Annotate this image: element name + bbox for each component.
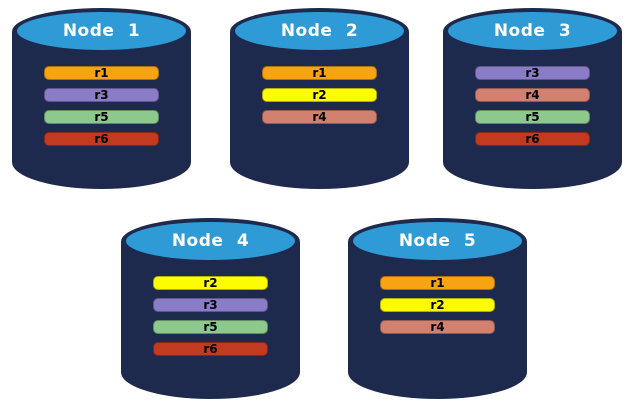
replica-bar: r1 (44, 66, 159, 80)
cylinder-top: Node 3 (443, 8, 622, 55)
replica-bar: r3 (153, 298, 268, 312)
replica-bar: r3 (475, 66, 590, 80)
cylinder-top: Node 2 (230, 8, 409, 55)
node-title: Node 3 (448, 12, 617, 50)
node-cylinder-5: Node 5 r1 r2 r4 (348, 218, 527, 399)
cylinder-top: Node 1 (12, 8, 191, 55)
replica-list: r1 r3 r5 r6 (12, 66, 191, 146)
replica-bar: r2 (262, 88, 377, 102)
replica-list: r2 r3 r5 r6 (121, 276, 300, 356)
node-cylinder-4: Node 4 r2 r3 r5 r6 (121, 218, 300, 399)
replica-bar: r1 (262, 66, 377, 80)
node-title: Node 1 (17, 12, 186, 50)
cylinder-top: Node 5 (348, 218, 527, 265)
replica-list: r3 r4 r5 r6 (443, 66, 622, 146)
replica-bar: r6 (475, 132, 590, 146)
replica-bar: r3 (44, 88, 159, 102)
replica-list: r1 r2 r4 (348, 276, 527, 334)
cylinder-top: Node 4 (121, 218, 300, 265)
node-title: Node 5 (353, 222, 522, 260)
replica-bar: r2 (380, 298, 495, 312)
replica-bar: r6 (153, 342, 268, 356)
node-cylinder-2: Node 2 r1 r2 r4 (230, 8, 409, 189)
node-title: Node 4 (126, 222, 295, 260)
replica-bar: r6 (44, 132, 159, 146)
replica-bar: r5 (475, 110, 590, 124)
replica-bar: r4 (380, 320, 495, 334)
replica-bar: r5 (44, 110, 159, 124)
node-cylinder-3: Node 3 r3 r4 r5 r6 (443, 8, 622, 189)
replica-list: r1 r2 r4 (230, 66, 409, 124)
replica-bar: r1 (380, 276, 495, 290)
node-title: Node 2 (235, 12, 404, 50)
node-cylinder-1: Node 1 r1 r3 r5 r6 (12, 8, 191, 189)
replica-bar: r2 (153, 276, 268, 290)
replica-bar: r4 (475, 88, 590, 102)
replica-bar: r4 (262, 110, 377, 124)
replica-bar: r5 (153, 320, 268, 334)
